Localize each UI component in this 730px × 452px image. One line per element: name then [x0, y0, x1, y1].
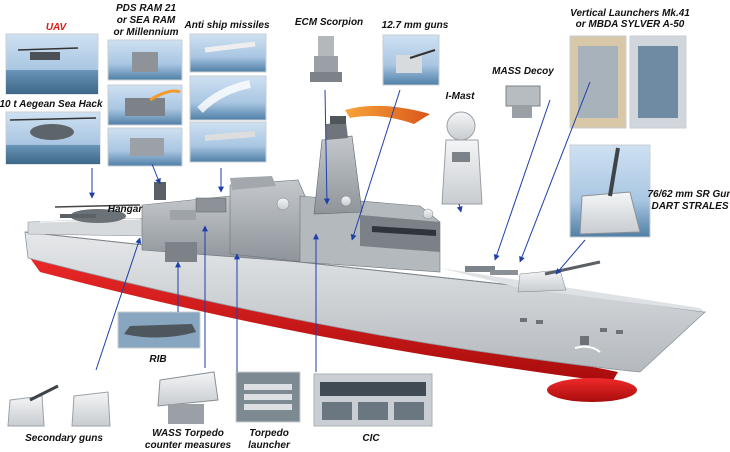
label-gun-1: 76/62 mm SR Gun [647, 189, 730, 200]
uav-photo [5, 33, 99, 95]
label-antiship: Anti ship missiles [183, 20, 269, 31]
label-guns127: 12.7 mm guns [382, 20, 449, 31]
label-vls-1: Vertical Launchers Mk.41 [570, 8, 690, 19]
label-wass-2: counter measures [145, 440, 232, 451]
labels: UAV 10 t Aegean Sea Hack PDS RAM 21 or S… [0, 3, 730, 451]
vls-photos [569, 35, 687, 129]
label-secondary: Secondary guns [25, 433, 103, 444]
label-wass-1: WASS Torpedo [152, 428, 224, 439]
pds-photos [107, 39, 183, 167]
wass-photo [150, 368, 226, 428]
label-hangar: Hangar [108, 204, 144, 215]
label-mass-decoy: MASS Decoy [492, 66, 554, 77]
label-pds-1: PDS RAM 21 [116, 3, 176, 14]
label-vls-2: or MBDA SYLVER A-50 [576, 19, 685, 30]
label-pds-2: or SEA RAM [117, 15, 176, 26]
label-helicopter: 10 t Aegean Sea Hack [0, 99, 103, 110]
label-pds-3: or Millennium [114, 27, 179, 38]
helicopter-photo [5, 111, 101, 165]
decoy-swoosh [345, 105, 430, 124]
label-imast: I-Mast [446, 91, 476, 102]
antiship-photos [189, 33, 267, 163]
label-cic: CIC [362, 433, 380, 444]
callout-arrows [89, 81, 591, 372]
gun-photo [569, 144, 651, 238]
secondary-guns-photos [2, 372, 120, 428]
label-gun-2: DART STRALES [651, 201, 728, 212]
imast-photo [441, 111, 483, 205]
mass-decoy-photo [498, 80, 546, 122]
guns127-photo [382, 34, 440, 86]
label-torpedo-2: launcher [248, 440, 291, 451]
label-torpedo-1: Torpedo [249, 428, 289, 439]
sonar-dome [547, 378, 637, 402]
ecm-photo [300, 30, 350, 88]
superstructure [27, 116, 601, 293]
label-rib: RIB [149, 354, 166, 365]
label-uav: UAV [46, 22, 68, 33]
label-ecm: ECM Scorpion [295, 17, 363, 28]
main-gun [517, 260, 601, 293]
cic-photo [313, 373, 433, 427]
helicopter-on-deck [54, 204, 141, 223]
rib-photo [117, 311, 201, 349]
torpedo-photo [235, 371, 301, 423]
